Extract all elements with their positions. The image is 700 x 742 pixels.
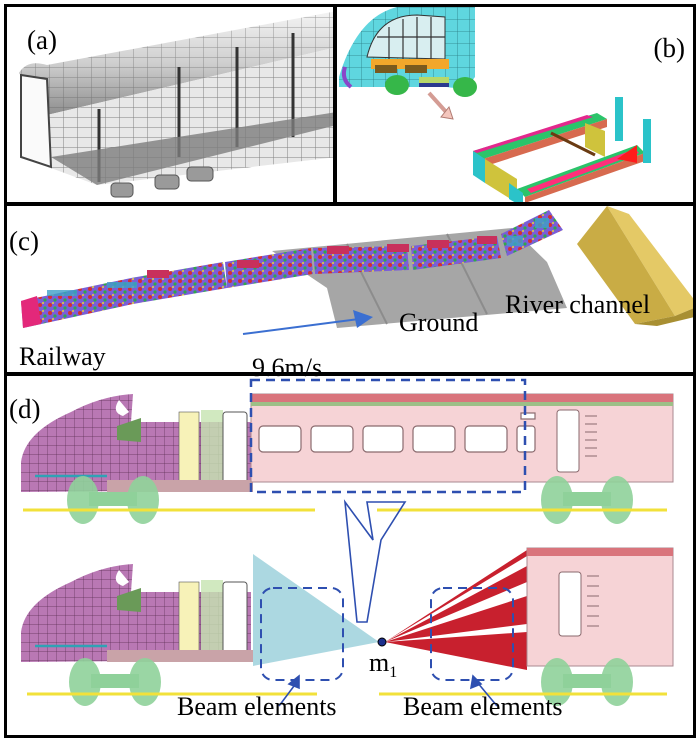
panel-label-d: (d): [9, 394, 41, 424]
mass-label-main: m: [369, 648, 390, 677]
highlight-box: [249, 378, 527, 494]
car-frame-mesh-illustration: [19, 11, 333, 198]
ground-label: Ground: [399, 308, 479, 337]
underframe-model-illustration: [339, 7, 651, 202]
railway-label: Railway: [19, 342, 106, 371]
wheel-left: [385, 75, 409, 95]
transition-arrow: [343, 499, 407, 623]
panel-label-a: (a): [27, 25, 57, 55]
beam-fan-right: [385, 550, 527, 670]
river-channel-label: River channel: [505, 290, 651, 319]
panel-c-derailment-scene: (c) Railway Ground River channel: [4, 203, 696, 375]
panel-b-underframe: (b): [334, 4, 696, 205]
wheel-right: [453, 77, 477, 97]
beam-fan-left: [253, 554, 379, 666]
mass-label: m1: [369, 650, 397, 681]
beam-elements-label-left: Beam elements: [177, 692, 337, 721]
bogie-mounts: [110, 166, 214, 198]
underframe: [51, 112, 333, 185]
river-channel-slope: [577, 206, 693, 326]
orange-beam: [371, 59, 449, 69]
beam-model-illustration: [19, 378, 674, 707]
panel-label-b: (b): [653, 33, 685, 63]
beam-pointer-arrows: [278, 674, 498, 707]
derailment-scene-illustration: [21, 206, 693, 335]
train-side-view-full: [19, 378, 674, 524]
panel-d-beam-model: (d) m1 Beam elements Beam elements: [4, 373, 696, 738]
car-body-cut: [526, 547, 674, 667]
zoom-arrow: [427, 91, 454, 120]
mass-point-m1: [377, 637, 387, 647]
end-frame: [20, 73, 53, 169]
bogie-frame-model: [473, 97, 651, 202]
beam-elements-label-right: Beam elements: [403, 692, 563, 721]
car-door: [556, 409, 580, 473]
panel-a-car-frame: (a): [4, 4, 336, 205]
car-windows: [258, 412, 536, 453]
derailed-train: [21, 210, 563, 328]
beam-region-box-right: [430, 587, 514, 681]
speed-label: 9.6m/s: [252, 353, 323, 382]
train-side-view-beam: [19, 547, 674, 707]
velocity-arrow: [242, 310, 373, 335]
panel-label-c: (c): [9, 226, 39, 256]
beam-region-box-left: [260, 587, 344, 681]
mass-label-subscript: 1: [389, 664, 398, 682]
